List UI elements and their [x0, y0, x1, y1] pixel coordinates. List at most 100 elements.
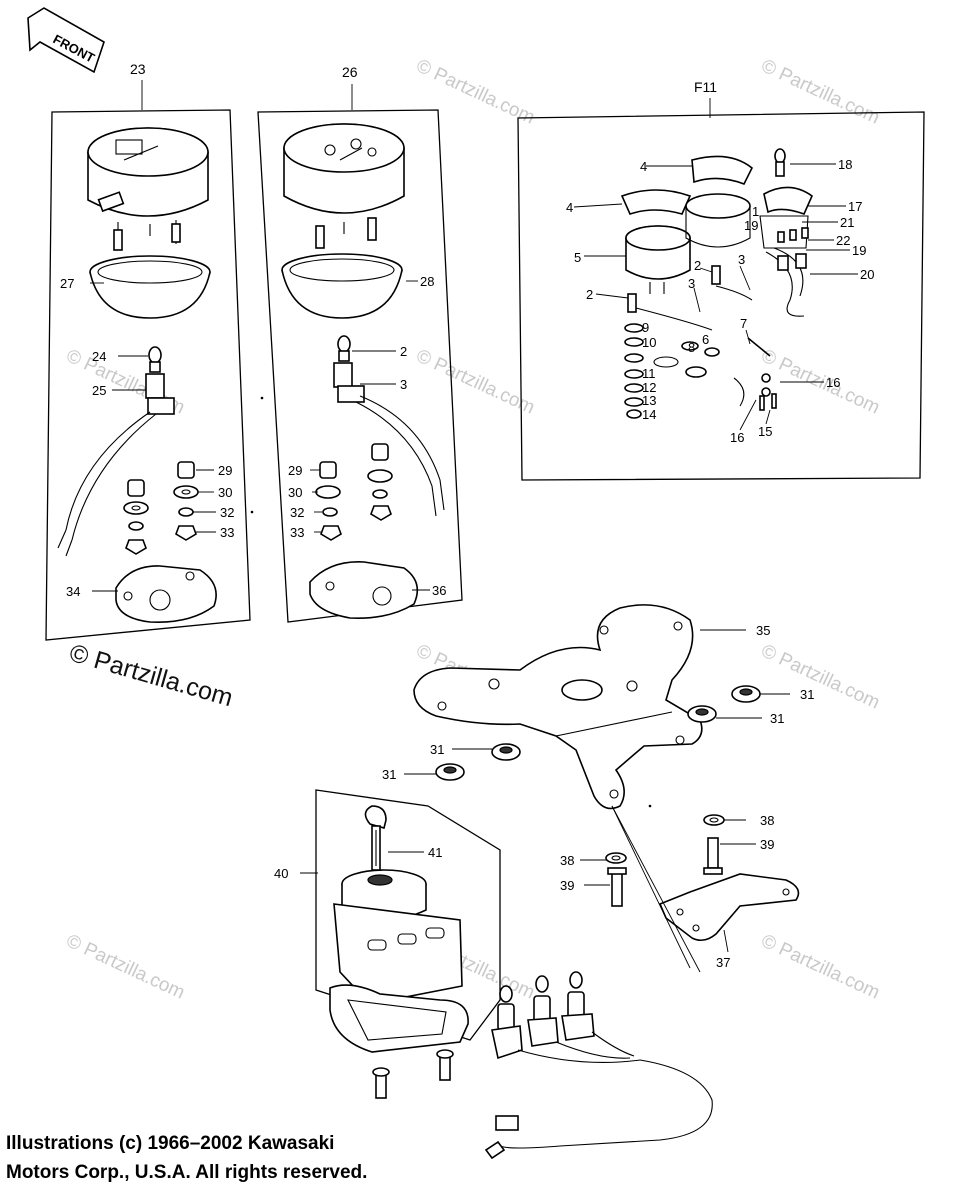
callout-34: 34: [66, 584, 80, 599]
callout-39: 39: [760, 837, 774, 852]
part-34-base: [115, 565, 217, 623]
callout-9: 9: [642, 320, 649, 335]
callout-12: 12: [642, 380, 656, 395]
callout-13: 13: [642, 393, 656, 408]
part-30-washer: [173, 485, 199, 499]
f11-meter-body: [685, 193, 751, 248]
callout-33: 33: [220, 525, 234, 540]
part-40-ignition-switch: [315, 789, 501, 1053]
callout-28: 28: [420, 274, 434, 289]
callout-35: 35: [756, 623, 770, 638]
part-37-bracket: [658, 873, 800, 942]
part-30-washer-left: [123, 501, 149, 515]
part-36-base: [309, 561, 419, 620]
part-4-visor: [620, 155, 754, 215]
callout-31: 31: [770, 711, 784, 726]
part-29-spacer: [319, 443, 389, 479]
part-29-spacer: [177, 461, 195, 479]
watermark-text: © Partzilla.com: [758, 55, 883, 128]
callout-3: 3: [400, 377, 407, 392]
callout-10: 10: [642, 335, 656, 350]
callout-18: 18: [838, 157, 852, 172]
callout-29: 29: [218, 463, 232, 478]
callout-31: 31: [382, 767, 396, 782]
callout-40: 40: [274, 866, 288, 881]
callout-22: 22: [836, 233, 850, 248]
part-2-bulb: [337, 335, 351, 362]
callout-24: 24: [92, 349, 106, 364]
callout-31: 31: [430, 742, 444, 757]
callout-25: 25: [92, 383, 106, 398]
section-23-label: 23: [130, 61, 146, 77]
callout-4: 4: [566, 200, 573, 215]
callout-27: 27: [60, 276, 74, 291]
callout-29: 29: [288, 463, 302, 478]
part-27-cover: [89, 255, 211, 319]
speedometer-gauge: [283, 123, 405, 249]
section-26-frame: [257, 109, 463, 623]
callout-19: 19: [744, 218, 758, 233]
part-38-washer: [605, 814, 725, 864]
speck: [648, 804, 652, 808]
callout-16: 16: [730, 430, 744, 445]
part-32-lockwasher: [322, 489, 388, 517]
copyright-line-1: Illustrations (c) 1966–2002 Kawasaki: [6, 1133, 335, 1154]
callout-38: 38: [560, 853, 574, 868]
front-arrow-icon: FRONT: [27, 7, 105, 74]
callout-8: 8: [688, 340, 695, 355]
section-26-label: 26: [342, 64, 358, 80]
section-23-group: 23: [45, 61, 251, 641]
watermark-text: © Partzilla.com: [63, 930, 188, 1003]
section-f11-group: F11: [517, 79, 925, 481]
callout-21: 21: [840, 215, 854, 230]
part-29-spacer-left: [127, 479, 145, 497]
section-f11-frame: [517, 111, 925, 481]
callout-30: 30: [288, 485, 302, 500]
callout-6: 6: [702, 332, 709, 347]
callout-17: 17: [848, 199, 862, 214]
callout-37: 37: [716, 955, 730, 970]
part-5-meter: [625, 225, 691, 294]
watermark-main: © Partzilla.com: [66, 639, 236, 712]
callout-16: 16: [826, 375, 840, 390]
callout-39: 39: [560, 878, 574, 893]
indicator-lamp-harness: [484, 971, 713, 1160]
callout-20: 20: [860, 267, 874, 282]
callout-33: 33: [290, 525, 304, 540]
callout-11: 11: [642, 366, 656, 381]
tachometer-gauge: [87, 127, 209, 251]
speck: [260, 396, 264, 400]
callout-15: 15: [758, 424, 772, 439]
watermark-text: © Partzilla.com: [413, 345, 538, 418]
callout-14: 14: [642, 407, 656, 422]
part-3-socket: [333, 362, 445, 517]
callout-32: 32: [220, 505, 234, 520]
part-28-cover: [281, 253, 403, 319]
part-18-bulb: [774, 148, 786, 177]
callout-2: 2: [694, 258, 701, 273]
callout-36: 36: [432, 583, 446, 598]
callout-2: 2: [400, 344, 407, 359]
callout-32: 32: [290, 505, 304, 520]
part-33-nut: [125, 525, 197, 555]
part-31-grommet: [435, 685, 761, 781]
section-f11-label: F11: [694, 79, 717, 95]
part-39-bolt: [607, 837, 723, 907]
callout-1: 1: [752, 204, 759, 219]
section-26-group: 26: [257, 64, 463, 623]
part-20-harness: [765, 247, 807, 317]
part-22-bulb-set: [777, 227, 809, 243]
callout-38: 38: [760, 813, 774, 828]
callout-2: 2: [586, 287, 593, 302]
watermark-text: © Partzilla.com: [758, 640, 883, 713]
callout-30: 30: [218, 485, 232, 500]
part-24-bulb: [148, 346, 162, 373]
callout-5: 5: [574, 250, 581, 265]
f11-hardware-stack: [624, 323, 777, 419]
callout-3: 3: [738, 252, 745, 267]
callout-7: 7: [740, 316, 747, 331]
section-23-frame: [45, 109, 251, 641]
callout-3: 3: [688, 276, 695, 291]
callout-31: 31: [800, 687, 814, 702]
